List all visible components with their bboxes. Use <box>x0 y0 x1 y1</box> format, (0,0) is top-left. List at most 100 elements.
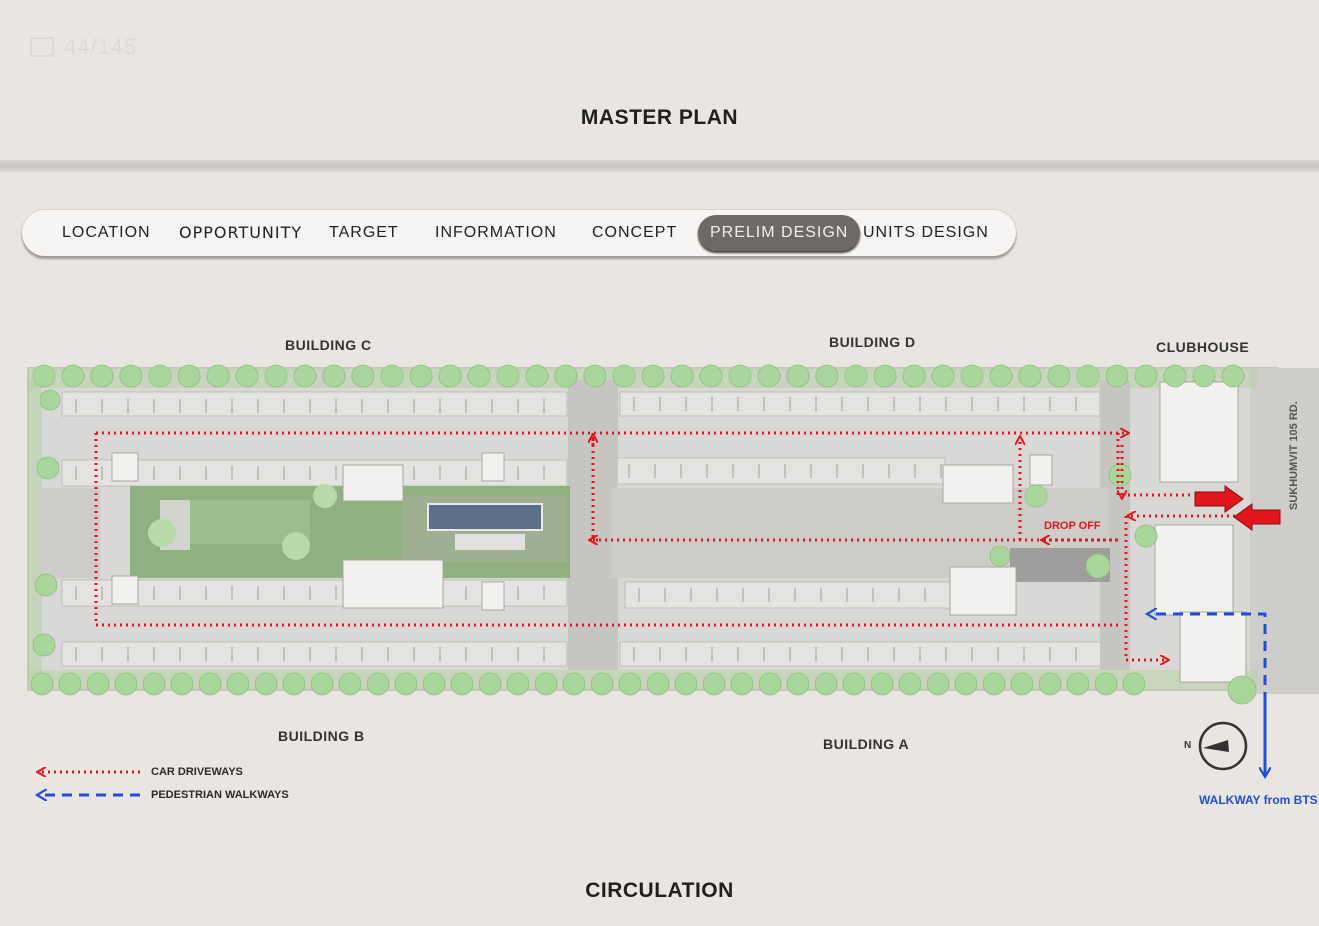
tree-icon <box>982 672 1006 696</box>
label-building-b: BUILDING B <box>278 728 365 744</box>
tree-icon <box>902 364 926 388</box>
tab-concept[interactable]: CONCEPT <box>592 224 678 241</box>
legend-car-driveways: CAR DRIVEWAYS <box>151 766 243 778</box>
car-driveways <box>94 433 1235 660</box>
tree-icon <box>409 364 433 388</box>
legend-pedestrian-walkways: PEDESTRIAN WALKWAYS <box>151 789 289 801</box>
tree-icon <box>730 672 754 696</box>
section-title: CIRCULATION <box>585 879 734 902</box>
tree-icon <box>954 672 978 696</box>
tree-icon <box>293 364 317 388</box>
tab-opportunity[interactable]: OPPORTUNITY <box>179 223 303 242</box>
tree-icon <box>496 364 520 388</box>
parking-stall-ticks <box>75 397 1103 661</box>
tree-icon <box>699 364 723 388</box>
tree-icon <box>1038 672 1062 696</box>
tree-icon <box>1010 672 1034 696</box>
page-title: MASTER PLAN <box>580 106 739 129</box>
tree-icon <box>702 672 726 696</box>
tree-icon <box>670 364 694 388</box>
tab-target[interactable]: TARGET <box>329 224 399 241</box>
tree-icon <box>478 672 502 696</box>
tree-icon <box>898 672 922 696</box>
tree-icon <box>641 364 665 388</box>
north-compass-icon <box>1198 721 1248 771</box>
tree-icon <box>450 672 474 696</box>
tree-icon <box>1105 364 1129 388</box>
page-counter: 44/145 <box>30 34 137 60</box>
tree-icon <box>786 672 810 696</box>
tree-icon <box>844 364 868 388</box>
tree-icon <box>931 364 955 388</box>
tree-icon <box>758 672 782 696</box>
tree-icon <box>612 364 636 388</box>
tree-icon <box>926 672 950 696</box>
tab-prelim-design[interactable]: PRELIM DESIGN <box>698 215 861 251</box>
entrance-arrows <box>1194 485 1281 531</box>
tree-icon <box>1018 364 1042 388</box>
tab-bar: LOCATION OPPORTUNITY TARGET INFORMATION … <box>22 210 1016 256</box>
tree-icon <box>148 364 172 388</box>
tree-row-top <box>32 364 1245 388</box>
master-plan-drawing <box>27 364 1319 820</box>
tree-icon <box>282 672 306 696</box>
tree-icon <box>254 672 278 696</box>
tree-icon <box>310 672 334 696</box>
tree-icon <box>870 672 894 696</box>
tree-icon <box>90 364 114 388</box>
tree-icon <box>757 364 781 388</box>
tree-icon <box>590 672 614 696</box>
label-building-c: BUILDING C <box>285 337 372 353</box>
tree-icon <box>525 364 549 388</box>
tab-information[interactable]: INFORMATION <box>435 224 557 241</box>
page-counter-text: 44/145 <box>64 34 138 59</box>
tree-icon <box>366 672 390 696</box>
tree-icon <box>58 672 82 696</box>
tab-units-design[interactable]: UNITS DESIGN <box>863 224 989 241</box>
tab-location[interactable]: LOCATION <box>62 224 151 241</box>
tree-icon <box>438 364 462 388</box>
tree-icon <box>1076 364 1100 388</box>
tree-row-bottom <box>30 672 1146 696</box>
compass-north-label: N <box>1184 740 1192 751</box>
tree-icon <box>1066 672 1090 696</box>
tree-icon <box>1221 364 1245 388</box>
tree-icon <box>842 672 866 696</box>
tree-icon <box>32 364 56 388</box>
tree-icon <box>1047 364 1071 388</box>
tree-icon <box>873 364 897 388</box>
tree-icon <box>338 672 362 696</box>
walkway-from-bts-label: WALKWAY from BTS <box>1199 793 1318 807</box>
label-building-a: BUILDING A <box>823 736 910 752</box>
tree-icon <box>422 672 446 696</box>
tree-icon <box>728 364 752 388</box>
tree-icon <box>814 672 838 696</box>
tree-icon <box>534 672 558 696</box>
tree-icon <box>618 672 642 696</box>
tree-icon <box>177 364 201 388</box>
pedestrian-walkway <box>1148 614 1265 776</box>
trees-left <box>32 389 1257 705</box>
tree-icon <box>1134 364 1158 388</box>
tree-icon <box>989 364 1013 388</box>
tree-icon <box>142 672 166 696</box>
parking-rows <box>61 391 1111 667</box>
tree-icon <box>1192 364 1216 388</box>
tree-icon <box>198 672 222 696</box>
tree-icon <box>114 672 138 696</box>
tree-icon <box>226 672 250 696</box>
tree-icon <box>674 672 698 696</box>
tree-icon <box>61 364 85 388</box>
divider <box>0 160 1319 172</box>
tree-icon <box>170 672 194 696</box>
tree-icon <box>1094 672 1118 696</box>
tree-icon <box>467 364 491 388</box>
label-building-d: BUILDING D <box>829 334 916 350</box>
tree-icon <box>351 364 375 388</box>
tree-icon <box>583 364 607 388</box>
tree-icon <box>235 364 259 388</box>
tree-icon <box>562 672 586 696</box>
tree-icon <box>86 672 110 696</box>
drop-off-label: DROP OFF <box>1044 520 1101 532</box>
tree-icon <box>786 364 810 388</box>
